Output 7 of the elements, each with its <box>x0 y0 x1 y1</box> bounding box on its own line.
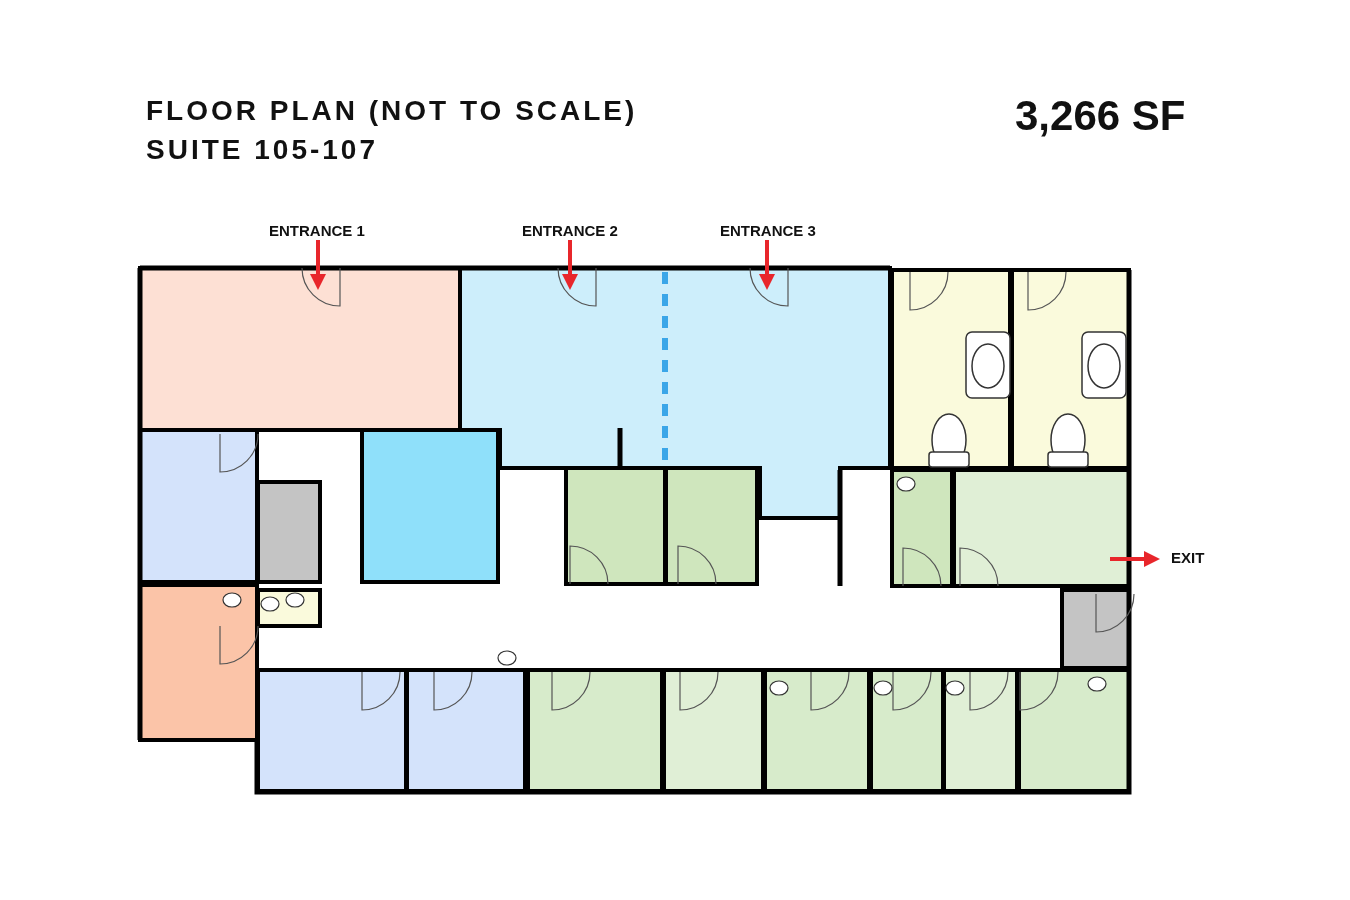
exit-label: EXIT <box>1171 549 1205 566</box>
entrance-label: ENTRANCE 3 <box>720 222 816 239</box>
entrance-label: ENTRANCE 1 <box>269 222 365 239</box>
entrance-label: ENTRANCE 2 <box>522 222 618 239</box>
plan-title: FLOOR PLAN (NOT TO SCALE) <box>146 95 638 127</box>
suite-number: SUITE 105-107 <box>146 134 378 166</box>
area-label: 3,266 SF <box>1015 92 1186 140</box>
